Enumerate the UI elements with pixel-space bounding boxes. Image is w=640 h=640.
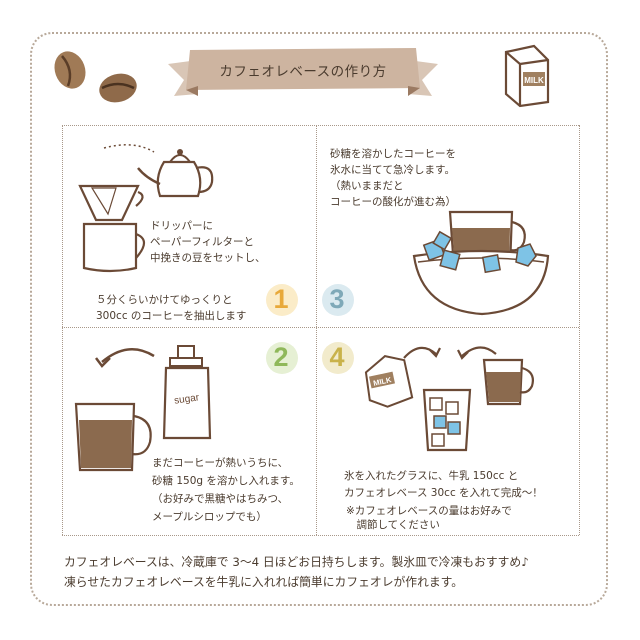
milk-small-label: MILK (372, 375, 392, 388)
milk-carton-icon: MILK (504, 44, 550, 108)
step3-number-bg (322, 284, 354, 316)
milk-carton-small-icon: MILK (364, 355, 414, 408)
footer-line-1: カフェオレベースは、冷蔵庫で 3～4 日ほどお日持ちします。製氷皿で冷凍もおすす… (64, 555, 529, 569)
step1-number: 1 (273, 284, 289, 314)
step1-text-b: ５分くらいかけてゆっくりと 300cc のコーヒーを抽出します (96, 294, 247, 322)
outer-frame (30, 32, 608, 606)
kettle-icon (137, 149, 214, 198)
footer-text: カフェオレベースは、冷蔵庫で 3～4 日ほどお日持ちします。製氷皿で冷凍もおすす… (64, 552, 584, 592)
arrows-icon (403, 346, 497, 360)
coffee-mug-icon (74, 402, 152, 472)
curved-arrow-icon (95, 348, 155, 368)
step1-text-a: ドリッパーに ペーパーフィルターと 中挽きの豆をセットし、 (150, 220, 266, 264)
panel-border-right (579, 125, 580, 535)
step4-text: 氷を入れたグラスに、牛乳 150cc と カフェオレベース 30cc を入れて完… (344, 470, 543, 499)
step2-number-bg (266, 342, 298, 374)
title-ribbon (168, 48, 438, 96)
milk-corner-label: MILK (524, 76, 544, 85)
step1-number-bg (266, 284, 298, 316)
panel-border-top (62, 125, 579, 126)
step4-number-bg (322, 342, 354, 374)
panel-border-left (62, 125, 63, 535)
ice-bowl-icon (412, 210, 550, 316)
step3-text: 砂糖を溶かしたコーヒーを 氷水に当てて急冷します。 （熱いままだと コーヒーの酸… (330, 148, 456, 208)
step2-number: 2 (273, 342, 289, 372)
step4-number: 4 (329, 342, 345, 372)
coffee-beans-icon (54, 51, 137, 103)
panel-divider-horizontal (62, 327, 579, 328)
footer-line-2: 凍らせたカフェオレベースを牛乳に入れれば簡単にカフェオレが作れます。 (64, 575, 464, 589)
dripper-icon (78, 144, 155, 273)
sugar-jar-icon: sugar (162, 345, 212, 440)
step3-number: 3 (329, 284, 345, 314)
page-title: カフェオレベースの作り方 (219, 64, 387, 80)
panel-border-bottom (62, 535, 579, 536)
step2-text: まだコーヒーが熱いうちに、 砂糖 150g を溶かし入れます。 （お好みで黒糖や… (152, 457, 300, 523)
step4-note: ※カフェオレベースの量はお好みで 調節してください (346, 505, 512, 531)
panel-divider-vertical (316, 125, 317, 535)
coffee-pitcher-icon (482, 358, 534, 406)
sugar-jar-label: sugar (174, 392, 201, 406)
iced-glass-icon (422, 388, 472, 452)
